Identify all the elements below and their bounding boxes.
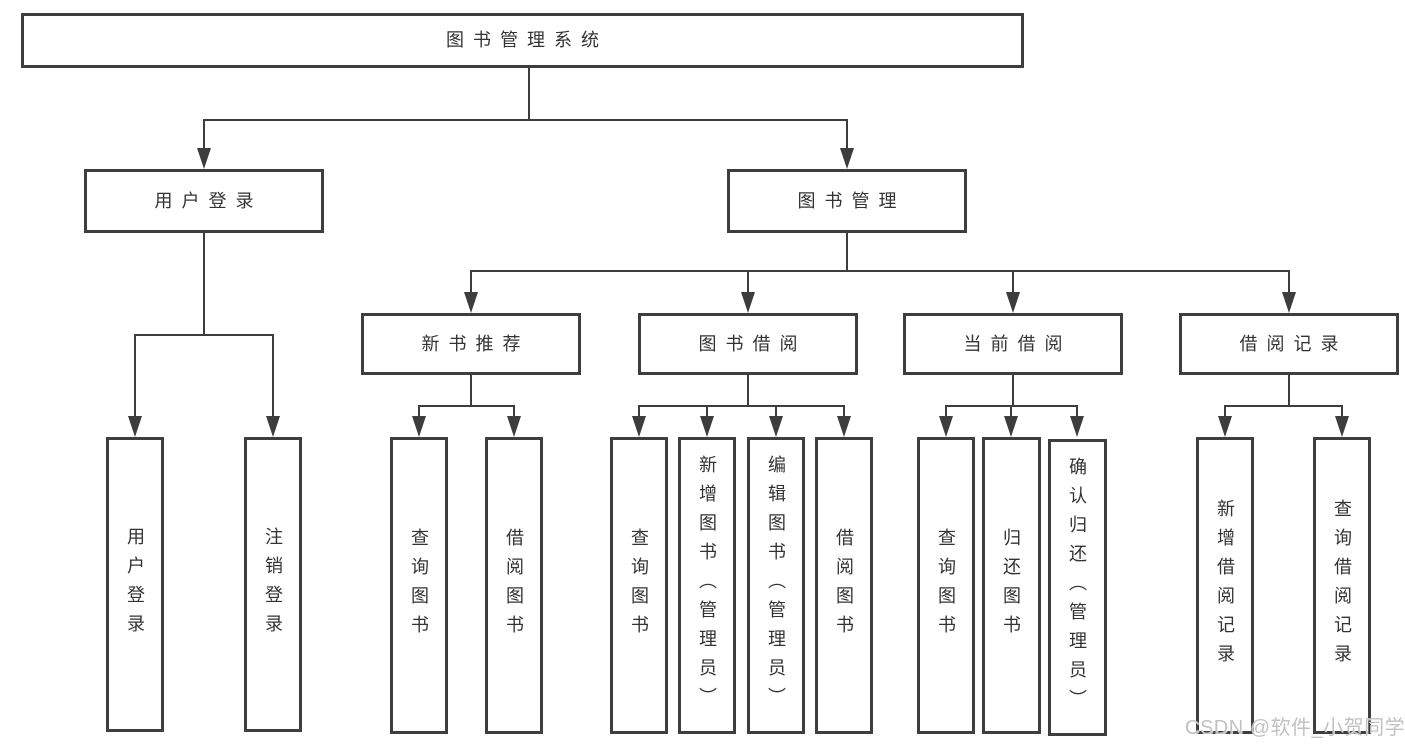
down-arrow-g0l1 [507, 416, 521, 437]
leaf-add-borrow-record: 新增借阅记录 [1196, 437, 1254, 734]
down-arrow-leaf-logout [266, 416, 280, 437]
down-arrow-g2l0 [939, 416, 953, 437]
node-book-borrow: 图书借阅 [638, 313, 858, 375]
leaf-query-books-borrow: 查询图书 [610, 437, 668, 734]
down-arrow-g3l0 [1218, 416, 1232, 437]
connector-root-stem [528, 68, 530, 120]
down-arrow-g2l1 [1004, 416, 1018, 437]
down-arrow-g2l2 [1070, 416, 1084, 437]
connector-group-records-stem [1288, 270, 1290, 293]
leaf-query-borrow-record: 查询借阅记录 [1313, 437, 1371, 734]
connector-g1l0-stem [638, 405, 640, 418]
connector-g2l0-stem [945, 405, 947, 418]
connector-user-login-down [203, 233, 205, 336]
leaf-edit-book-admin: 编辑图书（管理员） [747, 437, 805, 734]
connector-g1-hline [638, 405, 845, 407]
down-arrow-book-mgmt [840, 148, 854, 169]
connector-g0l0-stem [418, 405, 420, 418]
connector-leaf-login-stem [134, 334, 136, 418]
connector-g1l1-stem [706, 405, 708, 418]
connector-level1-hline [203, 119, 848, 121]
connector-g1l2-stem [775, 405, 777, 418]
connector-g0-down [470, 375, 472, 407]
down-arrow-user-login [197, 148, 211, 169]
connector-book-mgmt-stem [846, 119, 848, 150]
leaf-query-books-newbook: 查询图书 [390, 437, 448, 734]
connector-g1-down [747, 375, 749, 407]
connector-group-newbook-stem [470, 270, 472, 293]
down-arrow-group-newbook [464, 292, 478, 313]
node-current-borrow: 当前借阅 [903, 313, 1123, 375]
leaf-borrow-book: 借阅图书 [815, 437, 873, 734]
leaf-query-books-current: 查询图书 [917, 437, 975, 734]
connector-groups-hline [470, 270, 1290, 272]
connector-book-mgmt-down [846, 233, 848, 272]
connector-g3-down [1288, 375, 1290, 407]
down-arrow-group-borrow [741, 292, 755, 313]
down-arrow-group-records [1282, 292, 1296, 313]
connector-user-leaves-hline [134, 334, 274, 336]
down-arrow-group-current [1006, 292, 1020, 313]
leaf-logout-login: 注销登录 [244, 437, 302, 732]
node-borrow-records: 借阅记录 [1179, 313, 1399, 375]
down-arrow-g1l1 [700, 416, 714, 437]
connector-leaf-logout-stem [272, 334, 274, 418]
node-user-login: 用户登录 [84, 169, 324, 233]
connector-g3l0-stem [1224, 405, 1226, 418]
leaf-borrow-books-newbook: 借阅图书 [485, 437, 543, 734]
leaf-confirm-return-admin: 确认归还（管理员） [1048, 439, 1107, 736]
connector-g2l2-stem [1076, 405, 1078, 418]
leaf-user-login: 用户登录 [106, 437, 164, 732]
down-arrow-g3l1 [1335, 416, 1349, 437]
connector-user-login-stem [203, 119, 205, 150]
down-arrow-g0l0 [412, 416, 426, 437]
connector-group-current-stem [1012, 270, 1014, 293]
down-arrow-g1l0 [632, 416, 646, 437]
down-arrow-leaf-login [128, 416, 142, 437]
connector-g3-hline [1224, 405, 1343, 407]
connector-g2l1-stem [1010, 405, 1012, 418]
connector-g0-hline [418, 405, 515, 407]
connector-g0l1-stem [513, 405, 515, 418]
node-book-mgmt: 图书管理 [727, 169, 967, 233]
leaf-add-book-admin: 新增图书（管理员） [678, 437, 736, 734]
connector-g1l3-stem [843, 405, 845, 418]
down-arrow-g1l3 [837, 416, 851, 437]
node-new-book-recommend: 新书推荐 [361, 313, 581, 375]
watermark-csdn: CSDN @软件_小贺同学 [1185, 717, 1405, 739]
down-arrow-g1l2 [769, 416, 783, 437]
leaf-return-book: 归还图书 [982, 437, 1041, 734]
connector-g3l1-stem [1341, 405, 1343, 418]
connector-group-borrow-stem [747, 270, 749, 293]
node-root: 图书管理系统 [21, 13, 1024, 68]
connector-g2-down [1012, 375, 1014, 407]
